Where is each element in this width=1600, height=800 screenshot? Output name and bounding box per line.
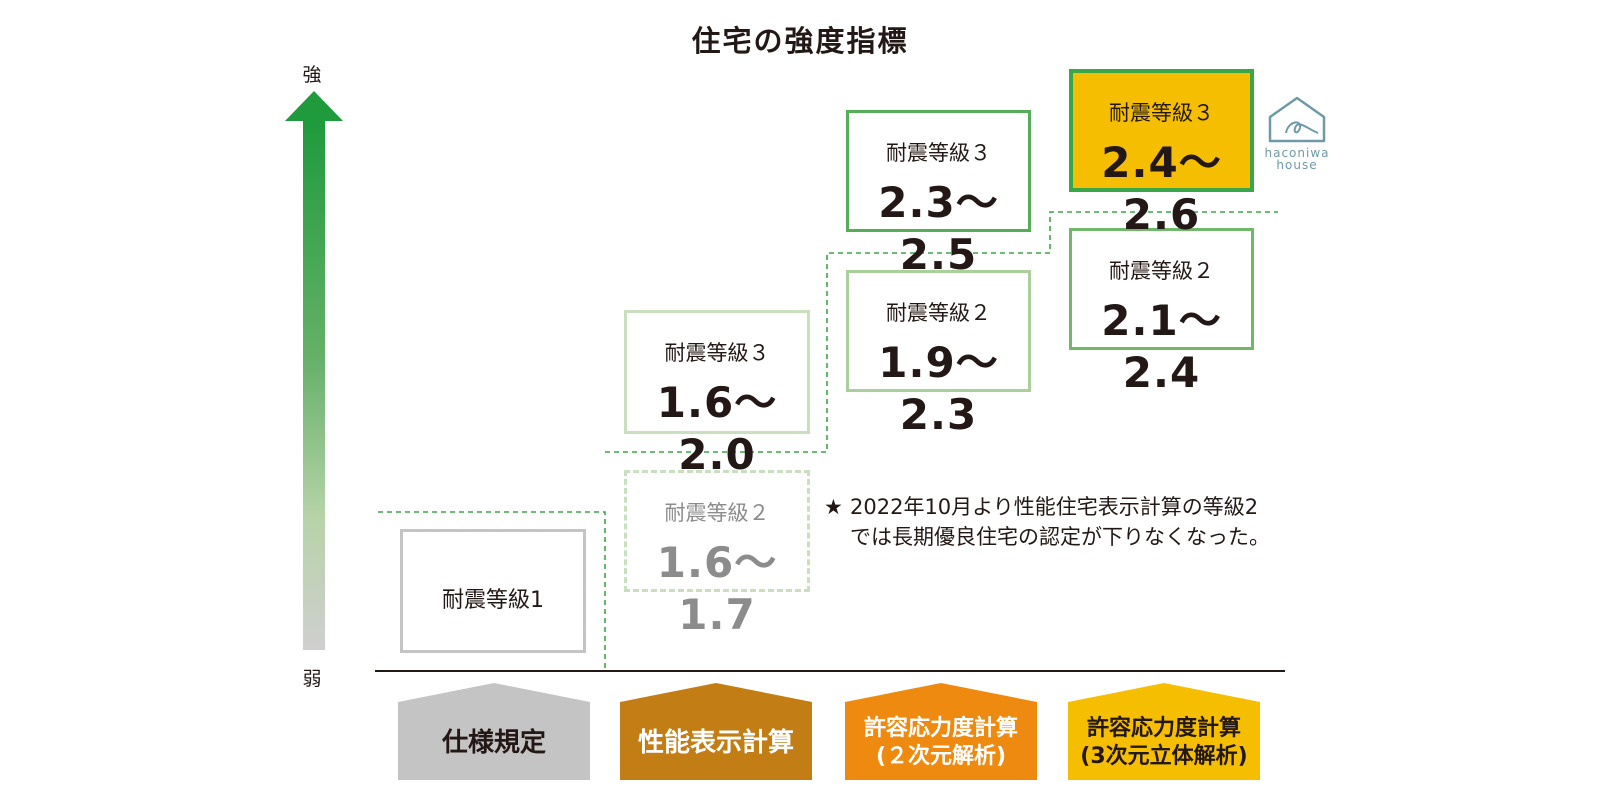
note-text: 2022年10月より性能住宅表示計算の等級2では長期優良住宅の認定が下りなくなっ… — [850, 495, 1270, 549]
baseline — [375, 670, 1285, 672]
category-label-allow3d-line2: (3次元立体解析) — [1080, 744, 1248, 769]
note: ★ 2022年10月より性能住宅表示計算の等級2では長期優良住宅の認定が下りなく… — [824, 492, 1274, 552]
haconiwa-house-logo: haconiwa house — [1262, 95, 1332, 171]
allow2d-grade2-label: 耐震等級２ — [886, 301, 991, 325]
allow3d-grade3-label: 耐震等級３ — [1109, 101, 1214, 125]
category-shape-allow2d — [845, 683, 1037, 780]
house-icon — [1268, 96, 1326, 143]
category-label-allow3d-line1: 許容応力度計算 — [1086, 716, 1241, 741]
allow3d-grade2-value: 2.1〜2.4 — [1101, 296, 1222, 397]
category-label-allow2d-line1: 許容応力度計算 — [863, 716, 1018, 741]
perf-grade3-box: 耐震等級３ 1.6〜2.0 — [624, 310, 810, 479]
perf-grade2-label: 耐震等級２ — [664, 501, 770, 525]
logo-text-line1: haconiwa — [1264, 146, 1330, 160]
category-shape-perf — [620, 683, 812, 780]
allow2d-grade3-box: 耐震等級３ 2.3〜2.5 — [846, 110, 1031, 279]
category-label-perf: 性能表示計算 — [637, 728, 794, 758]
category-label-spec: 仕様規定 — [441, 728, 546, 758]
allow2d-grade2-box: 耐震等級２ 1.9〜2.3 — [846, 270, 1031, 439]
allow2d-grade2-value: 1.9〜2.3 — [878, 338, 999, 439]
allow3d-grade2-label: 耐震等級２ — [1109, 259, 1214, 283]
axis-weak-label: 弱 — [302, 668, 322, 690]
perf-grade2-box: 耐震等級２ 1.6〜1.7 — [624, 470, 810, 639]
allow2d-grade3-label: 耐震等級３ — [886, 141, 991, 165]
diagram-title: 住宅の強度指標 — [691, 24, 909, 58]
perf-grade2-value: 1.6〜1.7 — [656, 538, 778, 639]
grade1-box: 耐震等級1 — [400, 529, 586, 653]
category-label-allow2d-line2: (２次元解析) — [875, 744, 1007, 769]
category-shape-spec — [398, 683, 590, 780]
axis-strong-label: 強 — [302, 64, 322, 86]
allow3d-grade3-value: 2.4〜2.6 — [1101, 138, 1222, 239]
category-label-allow3d: 許容応力度計算 (3次元立体解析) — [1068, 715, 1260, 771]
strength-arrow-shaft — [303, 120, 325, 650]
category-label-allow2d: 許容応力度計算 (２次元解析) — [845, 715, 1037, 771]
category-row — [398, 683, 1260, 780]
grade1-label: 耐震等級1 — [442, 588, 544, 613]
allow3d-grade2-box: 耐震等級２ 2.1〜2.4 — [1069, 228, 1254, 397]
star-icon: ★ — [824, 495, 843, 519]
allow2d-grade3-value: 2.3〜2.5 — [878, 178, 999, 279]
logo-text-line2: house — [1276, 158, 1318, 172]
perf-grade3-value: 1.6〜2.0 — [656, 378, 778, 479]
allow3d-grade3-box: 耐震等級３ 2.4〜2.6 — [1069, 69, 1254, 239]
category-shape-allow3d — [1068, 683, 1260, 780]
perf-grade3-label: 耐震等級３ — [664, 341, 770, 365]
strength-arrow-head — [285, 91, 343, 121]
